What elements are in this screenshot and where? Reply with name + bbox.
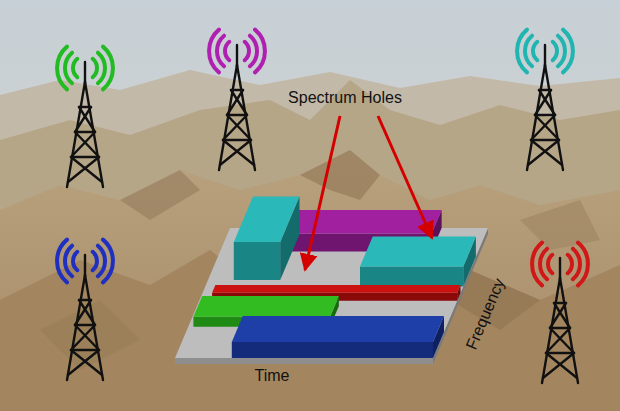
callout-label: Spectrum Holes <box>288 89 402 107</box>
axis-label: Time <box>255 367 290 385</box>
